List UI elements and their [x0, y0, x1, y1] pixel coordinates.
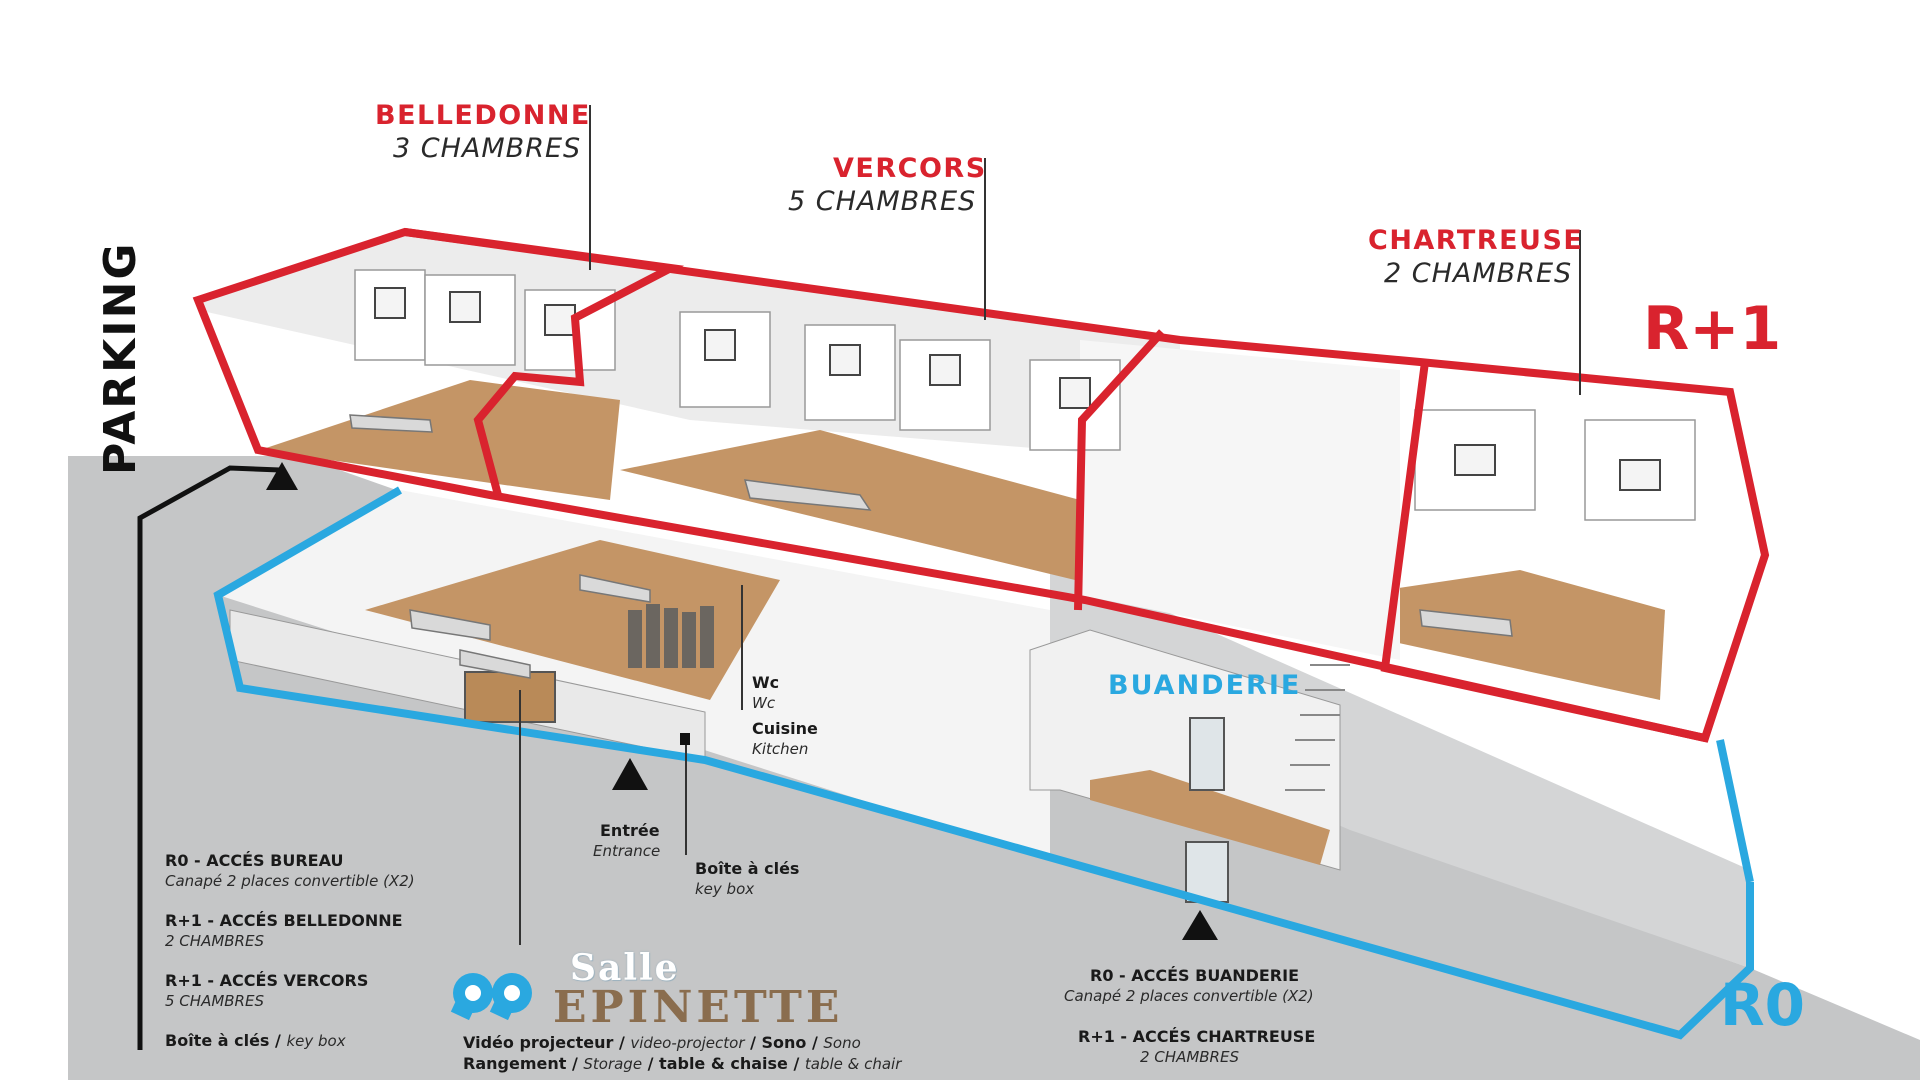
r0-window-screen — [464, 671, 556, 723]
note-chartreuse-sub: 2 CHAMBRES — [1140, 1048, 1239, 1066]
r1-chartreuse-floor — [1385, 570, 1665, 700]
logo-epinette-text: EPINETTE — [553, 982, 844, 1033]
r1-room-boxes — [354, 269, 1696, 521]
wc-label-en: Wc — [752, 694, 776, 712]
entrance-arrow — [612, 758, 648, 790]
zone-chartreuse-name: CHARTREUSE — [1368, 225, 1584, 256]
ground-side-plane — [1050, 560, 1750, 968]
level-r1-label: R+1 — [1643, 294, 1782, 364]
level-r0-label: R0 — [1720, 971, 1806, 1039]
equip-1b: video-projector — [630, 1034, 745, 1052]
note-belledonne-sub: 2 CHAMBRES — [165, 932, 264, 950]
zone-belledonne-name: BELLEDONNE — [375, 100, 591, 131]
wc-label: Wc — [752, 673, 780, 692]
tables — [349, 414, 1513, 679]
note-bureau-title: R0 - ACCÉS BUREAU — [165, 851, 344, 870]
r0-outline — [213, 486, 1754, 1040]
r1-outline — [192, 227, 1770, 743]
equip-1d: Sono — [823, 1034, 861, 1052]
entree-label: Entrée — [600, 821, 660, 840]
boite-label-en: key box — [695, 880, 755, 898]
parking-label: PARKING — [95, 241, 146, 475]
access-arrow-belledonne — [266, 462, 298, 490]
equipment-line-2: Rangement / Storage / table & chaise / t… — [463, 1054, 902, 1073]
cuisine-label: Cuisine — [752, 719, 818, 738]
r1-divider-vercors — [1074, 329, 1165, 611]
buanderie-floor — [1090, 770, 1330, 865]
people-figures — [628, 604, 714, 668]
note-buanderie-title: R0 - ACCÉS BUANDERIE — [1090, 966, 1300, 985]
r0-outline-right — [1716, 739, 1754, 883]
cuisine-label-en: Kitchen — [752, 740, 809, 758]
note-vercors-sub: 5 CHAMBRES — [165, 992, 264, 1010]
note-vercors-title: R+1 - ACCÉS VERCORS — [165, 971, 369, 990]
equip-2b: Storage — [583, 1055, 643, 1073]
r1-divider-belledonne — [404, 228, 685, 497]
zone-buanderie-name: BUANDERIE — [1108, 670, 1302, 701]
entree-label-en: Entrance — [593, 842, 661, 860]
note-bureau-sub: Canapé 2 places convertible (X2) — [165, 872, 415, 890]
r1-left-floor — [260, 380, 620, 500]
equipment-line-1: Vidéo projecteur / video-projector / Son… — [463, 1033, 861, 1052]
lower-door — [1185, 841, 1229, 903]
boite-label: Boîte à clés — [695, 859, 800, 878]
stairs-r0 — [1285, 664, 1350, 791]
buanderie-arrow — [1182, 910, 1218, 940]
note-keybox: Boîte à clés / key box — [165, 1031, 346, 1050]
zone-belledonne-rooms: 3 CHAMBRES — [393, 133, 582, 164]
zone-chartreuse-rooms: 2 CHAMBRES — [1384, 258, 1573, 289]
equip-2d: table & chair — [804, 1055, 902, 1073]
logo-salle-text: Salle — [570, 947, 680, 989]
note-keybox-sub: key box — [286, 1032, 346, 1050]
zone-vercors-rooms: 5 CHAMBRES — [788, 186, 977, 217]
note-buanderie-sub: Canapé 2 places convertible (X2) — [1064, 987, 1314, 1005]
note-belledonne-title: R+1 - ACCÉS BELLEDONNE — [165, 911, 403, 930]
note-chartreuse-title: R+1 - ACCÉS CHARTREUSE — [1078, 1027, 1316, 1046]
equip-2c: / table & chaise / — [642, 1054, 805, 1073]
access-path — [137, 465, 281, 1050]
note-keybox-title: Boîte à clés / — [165, 1031, 287, 1050]
equip-1a: Vidéo projecteur / — [463, 1033, 631, 1052]
equip-2a: Rangement / — [463, 1054, 584, 1073]
keybox-marker — [680, 733, 690, 745]
r1-chartreuse-box — [1380, 361, 1706, 742]
r1-middle-void — [1080, 340, 1400, 660]
equip-1c: / Sono / — [744, 1033, 824, 1052]
buanderie-door — [1189, 717, 1225, 791]
zone-vercors-name: VERCORS — [833, 153, 987, 184]
